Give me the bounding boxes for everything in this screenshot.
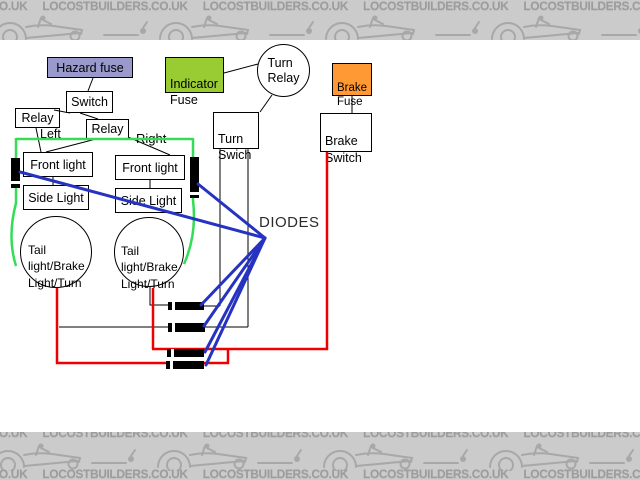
tail-light-left-label: Tail light/Brake Light/Turn (28, 242, 85, 290)
front-light-right-label: Front light (122, 160, 178, 175)
brake-switch-label: Brake Switch (325, 134, 362, 165)
watermark-banner-bottom: LOCOSTBUILDERS.CO.UK LOCOSTBUILDERS.CO.U… (0, 432, 640, 480)
car-logo-icon (269, 14, 415, 40)
watermark-text: LOCOSTBUILDERS.CO.UK (42, 467, 188, 480)
turn-relay-circle: Turn Relay (257, 44, 310, 97)
car-logo-icon (435, 14, 581, 40)
car-logo-icon (0, 14, 83, 40)
watermark-text: LOCOSTBUILDERS.CO.UK (523, 467, 640, 480)
watermark-text: LOCOSTBUILDERS.CO.UK (0, 432, 28, 440)
relay-right-box: Relay (86, 119, 129, 139)
diodes-label: DIODES (259, 214, 320, 231)
side-light-right-box: Side Light (115, 188, 182, 213)
tail-light-left-circle: Tail light/Brake Light/Turn (20, 216, 92, 290)
relay-right-label: Relay (91, 122, 124, 136)
front-light-right-box: Front light (115, 155, 185, 180)
left-side-label: Left (40, 127, 61, 141)
watermark-text: LOCOSTBUILDERS.CO.UK (523, 432, 640, 440)
brake-fuse-box: Brake Fuse (332, 63, 372, 108)
front-light-left-label: Front light (30, 157, 86, 172)
watermark-text: LOCOSTBUILDERS.CO.UK (363, 432, 509, 440)
turn-switch-box: Turn Swich (213, 112, 259, 162)
turn-switch-label: Turn Swich (218, 132, 252, 162)
car-logo-icon (103, 14, 249, 40)
watermark-text: LOCOSTBUILDERS.CO.UK (523, 0, 640, 13)
relay-left-label: Relay (21, 111, 54, 125)
tail-light-right-circle: Tail light/Brake Light/Turn (114, 217, 184, 291)
watermark-text-row: LOCOSTBUILDERS.CO.UK LOCOSTBUILDERS.CO.U… (0, 468, 640, 480)
side-light-left-label: Side Light (28, 190, 84, 205)
relay-left-box: Relay (15, 108, 60, 128)
watermark-text-row: LOCOSTBUILDERS.CO.UK LOCOSTBUILDERS.CO.U… (0, 0, 640, 12)
watermark-text: LOCOSTBUILDERS.CO.UK (42, 432, 188, 440)
hazard-fuse-label: Hazard fuse (56, 60, 124, 75)
watermark-text: LOCOSTBUILDERS.CO.UK (202, 467, 349, 480)
right-side-label: Right (136, 131, 167, 146)
watermark-text: LOCOSTBUILDERS.CO.UK (42, 0, 188, 13)
switch-label: Switch (71, 95, 108, 109)
tail-light-right-label: Tail light/Brake Light/Turn (121, 243, 178, 291)
red-wires (55, 152, 329, 365)
front-light-left-box: Front light (23, 152, 93, 177)
watermark-banner-top: LOCOSTBUILDERS.CO.UK LOCOSTBUILDERS.CO.U… (0, 0, 640, 40)
side-light-right-label: Side Light (120, 193, 177, 208)
watermark-logo-row (0, 13, 640, 40)
watermark-text: LOCOSTBUILDERS.CO.UK (363, 467, 509, 480)
watermark-text: LOCOSTBUILDERS.CO.UK (202, 0, 349, 13)
brake-fuse-label: Brake Fuse (337, 81, 368, 109)
hazard-fuse-box: Hazard fuse (47, 57, 133, 78)
switch-box: Switch (66, 91, 113, 113)
watermark-text: LOCOSTBUILDERS.CO.UK (363, 0, 509, 13)
side-light-left-box: Side Light (23, 185, 89, 210)
indicator-fuse-box: Indicator Fuse (165, 57, 224, 107)
watermark-text-row: LOCOSTBUILDERS.CO.UK LOCOSTBUILDERS.CO.U… (0, 432, 640, 439)
watermark-text: LOCOSTBUILDERS.CO.UK (0, 467, 28, 480)
brake-switch-box: Brake Switch (320, 113, 372, 165)
turn-relay-label: Turn Relay (267, 55, 300, 85)
watermark-text: LOCOSTBUILDERS.CO.UK (0, 0, 28, 13)
car-logo-icon (601, 21, 640, 36)
indicator-fuse-label: Indicator Fuse (170, 77, 218, 107)
watermark-text: LOCOSTBUILDERS.CO.UK (202, 432, 349, 440)
